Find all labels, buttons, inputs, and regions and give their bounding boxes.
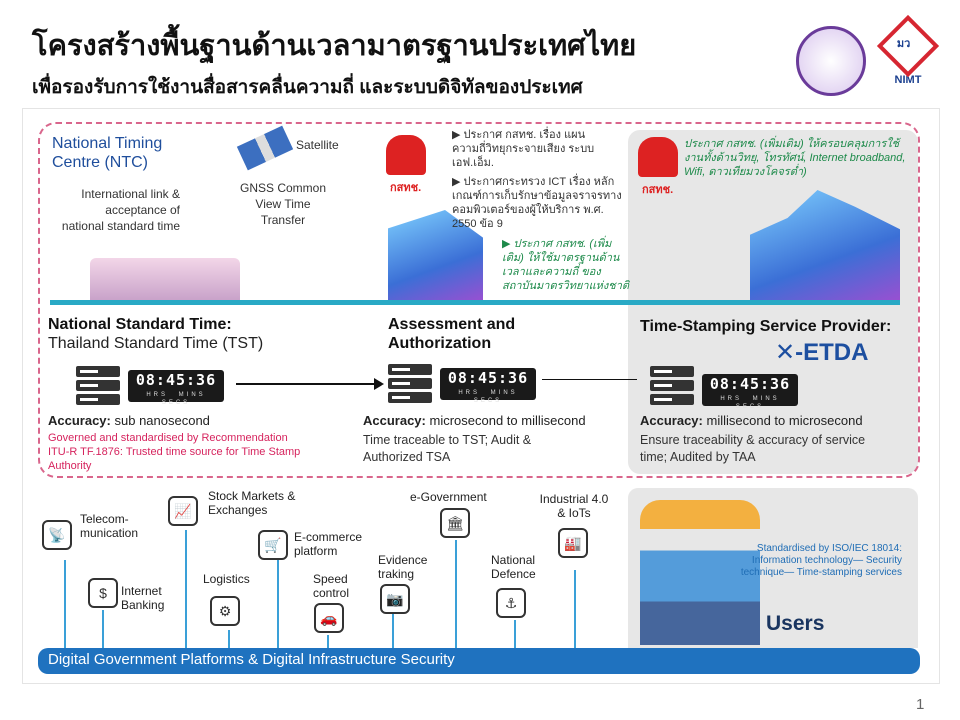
clock-units: HRS MINS SECS bbox=[146, 392, 206, 406]
users-illustration bbox=[640, 500, 760, 645]
col1-title: National Standard Time: bbox=[48, 316, 232, 333]
iso-standard-text: Standardised by ISO/IEC 18014: Informati… bbox=[740, 543, 902, 578]
sector-industry: Industrial 4.0 & IoTs bbox=[539, 492, 609, 520]
ecommerce-icon: 🛒 bbox=[258, 530, 288, 560]
col3-accuracy: Accuracy: millisecond to microsecond bbox=[640, 413, 863, 428]
sector-stock: Stock Markets & Exchanges bbox=[208, 489, 296, 517]
col1-subtitle: Thailand Standard Time (TST) bbox=[48, 335, 264, 352]
arrow-2 bbox=[542, 379, 637, 380]
speed-car-icon: 🚗 bbox=[314, 603, 344, 633]
garuda-emblem-right bbox=[638, 137, 678, 177]
sector-defence: National Defence bbox=[491, 553, 536, 581]
slide-title: โครงสร้างพื้นฐานด้านเวลามาตรฐานประเทศไทย bbox=[32, 30, 637, 62]
sector-evidence: Evidence traking bbox=[378, 553, 428, 581]
page-number: 1 bbox=[916, 696, 925, 713]
ntc-label: National Timing Centre (NTC) bbox=[52, 135, 163, 171]
gnss-label: GNSS Common View Time Transfer bbox=[239, 181, 327, 227]
cctv-icon: 📷 bbox=[380, 584, 410, 614]
sector-logistics: Logistics bbox=[203, 572, 250, 586]
col2-note: Time traceable to TST; Audit & Authorize… bbox=[363, 433, 532, 464]
notices-list: ▶ ประกาศ กสทช. เรื่อง แผนความถี่วิทยุกระ… bbox=[452, 128, 630, 298]
intl-link-label: International link & acceptance of natio… bbox=[61, 187, 180, 233]
sector-speed: Speed control bbox=[313, 572, 350, 600]
col1-accuracy: Accuracy: sub nanosecond bbox=[48, 413, 210, 428]
arrow-1-head bbox=[374, 378, 384, 390]
sector-ecommerce: E-commerce platform bbox=[294, 530, 363, 558]
server-icon bbox=[76, 366, 120, 406]
col2-title: Assessment and bbox=[388, 316, 516, 333]
users-label: Users bbox=[766, 612, 825, 635]
sector-banking: Internet Banking bbox=[121, 584, 165, 612]
industry-icon: 🏭 bbox=[558, 528, 588, 558]
satellite-label: Satellite bbox=[296, 138, 339, 152]
server-icon bbox=[650, 366, 694, 406]
notice-green: ▶ ประกาศ กสทช. (เพิ่มเติม) ให้ใช้มาตรฐาน… bbox=[502, 238, 630, 292]
notice-2: ▶ ประกาศกระทรวง ICT เรื่อง หลักเกณฑ์การเ… bbox=[452, 176, 622, 230]
timeline-line bbox=[50, 300, 900, 305]
arrow-1 bbox=[236, 383, 376, 385]
notice-right: ประกาศ กสทช. (เพิ่มเติม) ให้ครอบคลุมการใ… bbox=[684, 138, 906, 178]
col2-subtitle: Authorization bbox=[388, 335, 492, 352]
clock-units: HRS MINS SECS bbox=[458, 390, 518, 404]
logistics-icon: ⚙ bbox=[210, 596, 240, 626]
col2-accuracy: Accuracy: microsecond to millisecond bbox=[363, 413, 586, 428]
nimt-building-image bbox=[90, 258, 240, 302]
col3-title: Time-Stamping Service Provider: bbox=[640, 318, 892, 335]
server-icon bbox=[388, 364, 432, 404]
col1-note: Governed and standardised by Recommendat… bbox=[48, 432, 301, 472]
clock-units: HRS MINS SECS bbox=[720, 396, 780, 410]
nimt-logo: มว NIMT bbox=[876, 14, 940, 94]
col3-note: Ensure traceability & accuracy of servic… bbox=[640, 433, 866, 464]
nbtc-label-right: กสทช. bbox=[642, 184, 674, 196]
garuda-emblem bbox=[386, 135, 426, 175]
etda-logo: ✕-ETDA bbox=[775, 339, 869, 366]
infrastructure-bar: Digital Government Platforms & Digital I… bbox=[38, 648, 920, 674]
defence-icon: ⚓ bbox=[496, 588, 526, 618]
slide-subtitle: เพื่อรองรับการใช้งานสื่อสารคลื่นความถี่ … bbox=[32, 77, 583, 98]
banking-icon: $ bbox=[88, 578, 118, 608]
nbtc-label: กสทช. bbox=[390, 182, 422, 194]
institute-seal-logo bbox=[796, 26, 866, 96]
sector-telecom: Telecom-munication bbox=[80, 512, 139, 540]
dashed-frame bbox=[38, 122, 920, 478]
telecom-icon: 📡 bbox=[42, 520, 72, 550]
stock-chart-icon: 📈 bbox=[168, 496, 198, 526]
notice-1: ▶ ประกาศ กสทช. เรื่อง แผนความถี่วิทยุกระ… bbox=[452, 129, 595, 169]
government-building-icon: 🏛 bbox=[440, 508, 470, 538]
sector-egov: e-Government bbox=[410, 490, 487, 504]
